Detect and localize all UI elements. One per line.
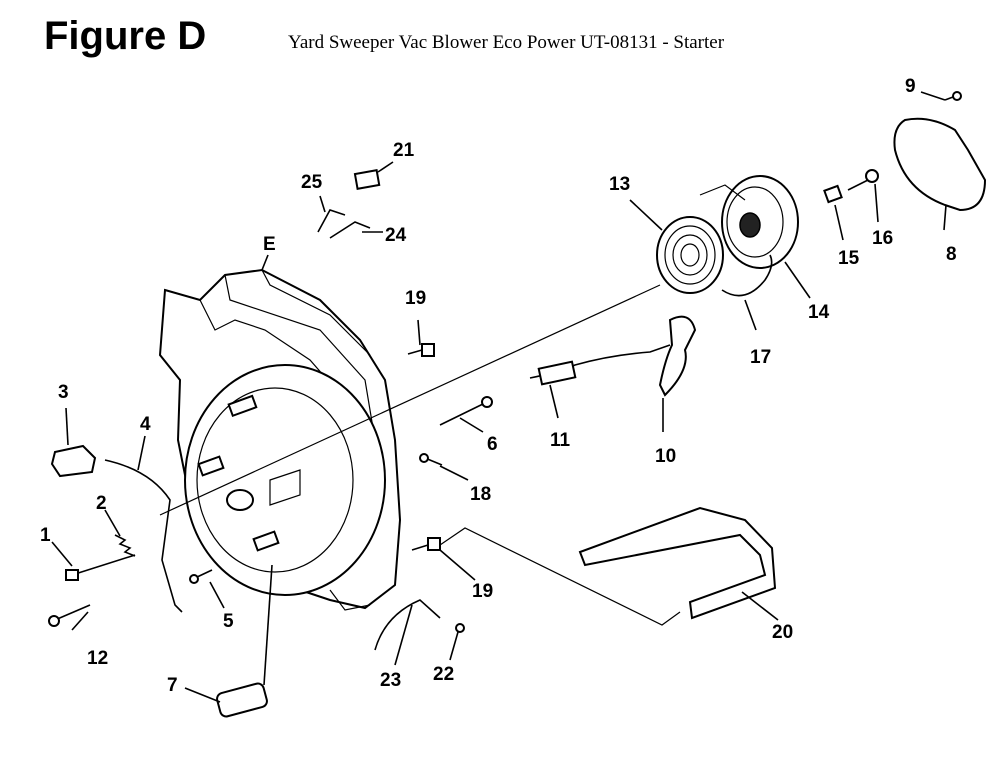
part-number-2: 2: [96, 493, 107, 514]
handle-bar: [578, 506, 777, 620]
part-number-19-bottom: 19: [472, 581, 493, 602]
wire-clip-25: [317, 209, 346, 233]
starter-handle: [658, 315, 697, 397]
bolt-18: [419, 453, 443, 466]
handle-axis-line: [439, 527, 681, 626]
part-number-4: 4: [140, 414, 151, 435]
screw-5: [189, 569, 213, 584]
part-number-25: 25: [301, 172, 323, 193]
part-number-13: 13: [609, 174, 630, 195]
ground-wire: [374, 599, 441, 651]
part-number-3: 3: [58, 382, 69, 403]
pawl: [823, 184, 843, 204]
part-number-15: 15: [838, 248, 860, 269]
part-number-8: 8: [946, 244, 957, 265]
part-number-20: 20: [772, 622, 793, 643]
bolt-12: [48, 604, 91, 627]
recoil-spring: [656, 216, 724, 294]
bolt-1: [65, 554, 136, 581]
bolt-19-bottom: [411, 537, 441, 551]
part-number-24: 24: [385, 225, 407, 246]
screw-9: [944, 91, 962, 101]
part-number-E: E: [263, 234, 276, 255]
part-number-5: 5: [223, 611, 234, 632]
bolt-6: [439, 396, 493, 426]
diagram-title: Yard Sweeper Vac Blower Eco Power UT-081…: [288, 32, 725, 53]
throttle-rod: [104, 459, 183, 613]
part-number-11: 11: [550, 430, 571, 451]
part-number-12: 12: [87, 648, 108, 669]
rope-grip: [529, 344, 671, 386]
starter-rope: [721, 254, 773, 297]
axis-line: [159, 284, 661, 516]
blower-housing: [158, 268, 402, 611]
screw-16: [847, 169, 879, 191]
bolt-19-top: [407, 343, 435, 357]
part-number-6: 6: [487, 434, 498, 455]
switch: [353, 169, 381, 190]
wire-clip-24: [329, 221, 371, 239]
figure-label: Figure D: [44, 14, 207, 58]
part-number-23: 23: [380, 670, 401, 691]
part-number-21: 21: [393, 140, 415, 161]
gasket: [893, 117, 987, 212]
part-number-10: 10: [655, 446, 676, 467]
part-number-18: 18: [470, 484, 491, 505]
part-number-1: 1: [40, 525, 51, 546]
part-number-19-top: 19: [405, 288, 426, 309]
part-number-9: 9: [905, 76, 916, 97]
switch-cover: [50, 444, 97, 478]
part-number-17: 17: [750, 347, 771, 368]
part-number-22: 22: [433, 664, 454, 685]
starter-pulley: [699, 175, 799, 269]
screw-22: [455, 623, 465, 633]
part-number-7: 7: [167, 675, 178, 696]
part-number-14: 14: [808, 302, 830, 323]
spring-2: [114, 534, 136, 557]
part-number-16: 16: [872, 228, 893, 249]
foam-pad: [216, 682, 268, 718]
leader-lines: [51, 91, 947, 703]
